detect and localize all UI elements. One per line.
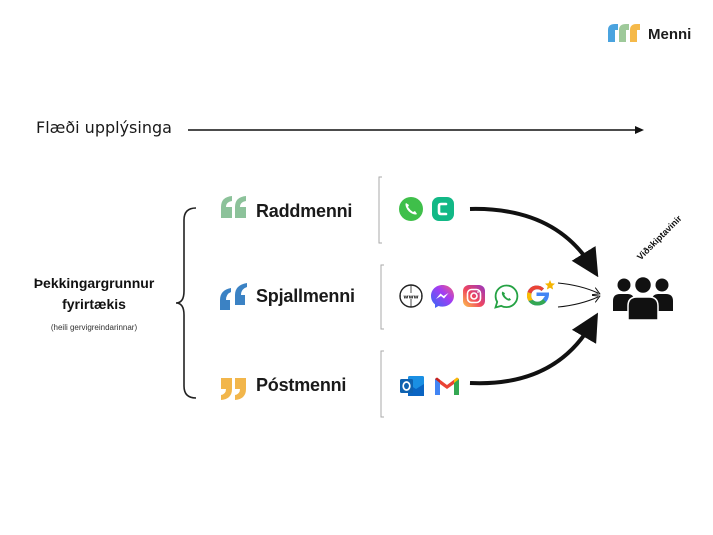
flow-arrow (188, 126, 644, 134)
flow-arrows-to-customers (469, 206, 610, 386)
knowledge-base: Þekkingargrunnur fyrirtækis (heili gervi… (20, 273, 168, 332)
arrow-raddmenni (469, 206, 599, 278)
quote-icon-postmenni (221, 378, 246, 400)
brand-logo: Menni (606, 22, 701, 46)
brand-name: Menni (648, 26, 692, 43)
customers-group-icon (613, 275, 673, 321)
outlook-icon (400, 376, 424, 396)
arrow-spjallmenni-lower (557, 297, 598, 308)
bot-name-postmenni: Póstmenni (256, 375, 347, 395)
messenger-icon (431, 285, 454, 308)
whatsapp-icon (494, 284, 519, 309)
knowledge-base-title-line2: fyrirtækis (62, 296, 126, 312)
phone-icon (399, 197, 423, 221)
knowledge-base-title-line1: Þekkingargrunnur (33, 275, 155, 291)
arrow-postmenni (469, 312, 599, 386)
knowledge-base-brace (175, 207, 197, 399)
call-app-icon (432, 197, 454, 221)
channel-bracket-raddmenni (378, 176, 382, 244)
svg-text:www: www (403, 295, 418, 301)
web-icon: www (399, 284, 423, 308)
channel-bracket-spjallmenni (380, 264, 384, 330)
arrow-spjallmenni-upper (557, 282, 598, 293)
quote-icon-spjallmenni (220, 283, 247, 310)
quote-icon-raddmenni (221, 196, 246, 218)
bot-name-spjallmenni: Spjallmenni (256, 286, 355, 306)
google-reviews-icon (526, 280, 555, 306)
customers-label: Viðskiptavinir (634, 213, 684, 262)
instagram-icon (463, 285, 485, 307)
menni-logo-icon (608, 24, 640, 42)
knowledge-base-subtitle: (heili gervigreindarinnar) (50, 323, 138, 332)
flow-label: Flæði upplýsinga (36, 118, 172, 137)
gmail-icon (435, 377, 459, 395)
channel-bracket-postmenni (380, 350, 384, 418)
bot-name-raddmenni: Raddmenni (256, 201, 353, 221)
